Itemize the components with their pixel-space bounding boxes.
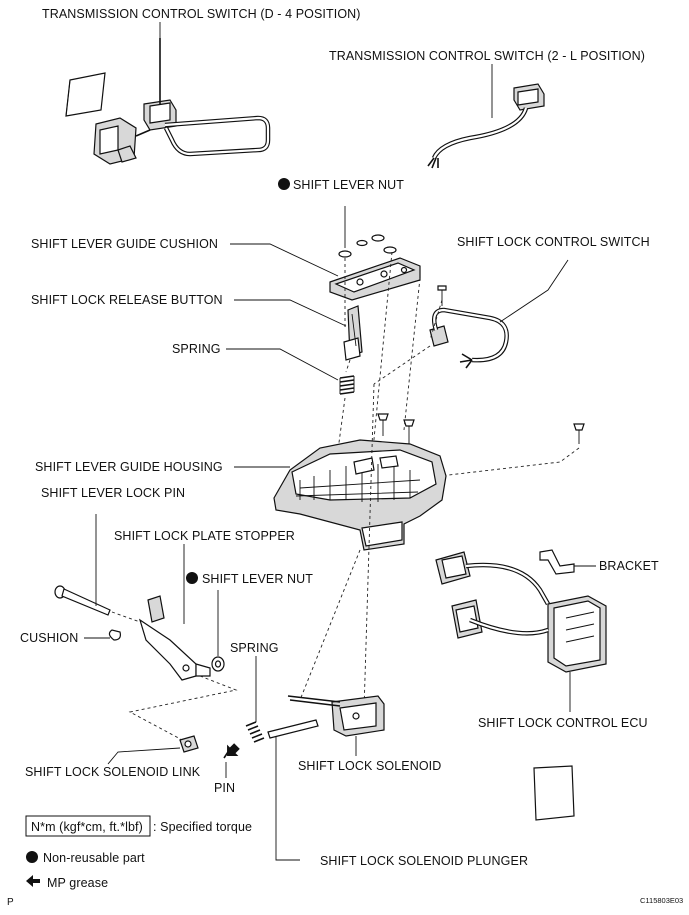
shift-lock-solenoid-link — [179, 735, 199, 753]
label-plunger: SHIFT LOCK SOLENOID PLUNGER — [320, 854, 528, 868]
label-shift-lock-control-switch: SHIFT LOCK CONTROL SWITCH — [457, 235, 650, 249]
label-tcs-2l: TRANSMISSION CONTROL SWITCH (2 - L POSIT… — [329, 49, 645, 63]
legend-mp-grease: MP grease — [47, 876, 108, 890]
cover-sheet — [533, 765, 575, 821]
shift-lock-control-ecu — [435, 551, 607, 673]
cushion-part — [108, 629, 121, 641]
non-reusable-dot-mid — [186, 572, 198, 584]
shift-lever-guide-housing — [273, 439, 447, 551]
label-plate-stopper: SHIFT LOCK PLATE STOPPER — [114, 529, 295, 543]
label-spring-top: SPRING — [172, 342, 221, 356]
label-pin: PIN — [214, 781, 235, 795]
label-release-button: SHIFT LOCK RELEASE BUTTON — [31, 293, 223, 307]
footer-figure-code: C115803E03 — [640, 896, 683, 905]
legend-non-reusable: Non-reusable part — [43, 851, 145, 865]
shift-lever-lock-pin — [54, 585, 111, 616]
mp-grease-icon — [26, 875, 40, 887]
transmission-control-switch-2l — [427, 83, 545, 169]
non-reusable-icon — [26, 851, 38, 863]
label-control-ecu: SHIFT LOCK CONTROL ECU — [478, 716, 648, 730]
bracket-part — [539, 549, 575, 575]
label-solenoid: SHIFT LOCK SOLENOID — [298, 759, 441, 773]
spring-bottom — [245, 721, 265, 743]
label-shift-lever-nut-mid: SHIFT LEVER NUT — [202, 572, 313, 586]
shift-lever-guide-cushion — [329, 257, 421, 301]
label-lock-pin: SHIFT LEVER LOCK PIN — [41, 486, 185, 500]
housing-screws — [377, 413, 585, 446]
label-tcs-d4: TRANSMISSION CONTROL SWITCH (D - 4 POSIT… — [42, 7, 361, 21]
label-guide-housing: SHIFT LEVER GUIDE HOUSING — [35, 460, 223, 474]
label-solenoid-link: SHIFT LOCK SOLENOID LINK — [25, 765, 201, 779]
label-bracket: BRACKET — [599, 559, 659, 573]
footer-page-letter: P — [7, 897, 14, 908]
shift-lock-solenoid-plunger — [267, 719, 319, 739]
legend: N*m (kgf*cm, ft.*lbf) : Specified torque… — [25, 815, 252, 890]
label-cushion: CUSHION — [20, 631, 78, 645]
spring-top — [339, 375, 355, 395]
torque-box — [25, 815, 151, 837]
shift-lock-plate-stopper — [138, 595, 211, 681]
shift-lock-release-button — [343, 305, 363, 361]
shift-lock-solenoid — [287, 695, 385, 737]
non-reusable-dot-top — [278, 178, 290, 190]
transmission-control-switch-d4 — [65, 38, 271, 165]
label-shift-lever-nut-top: SHIFT LEVER NUT — [293, 178, 404, 192]
legend-torque-unit: N*m (kgf*cm, ft.*lbf) — [31, 820, 143, 834]
legend-torque-text: : Specified torque — [153, 820, 252, 834]
label-spring-bottom: SPRING — [230, 641, 279, 655]
mid-nut — [211, 656, 225, 672]
shift-lock-control-switch — [429, 285, 509, 369]
mp-grease-arrow — [227, 743, 240, 756]
label-guide-cushion: SHIFT LEVER GUIDE CUSHION — [31, 237, 218, 251]
